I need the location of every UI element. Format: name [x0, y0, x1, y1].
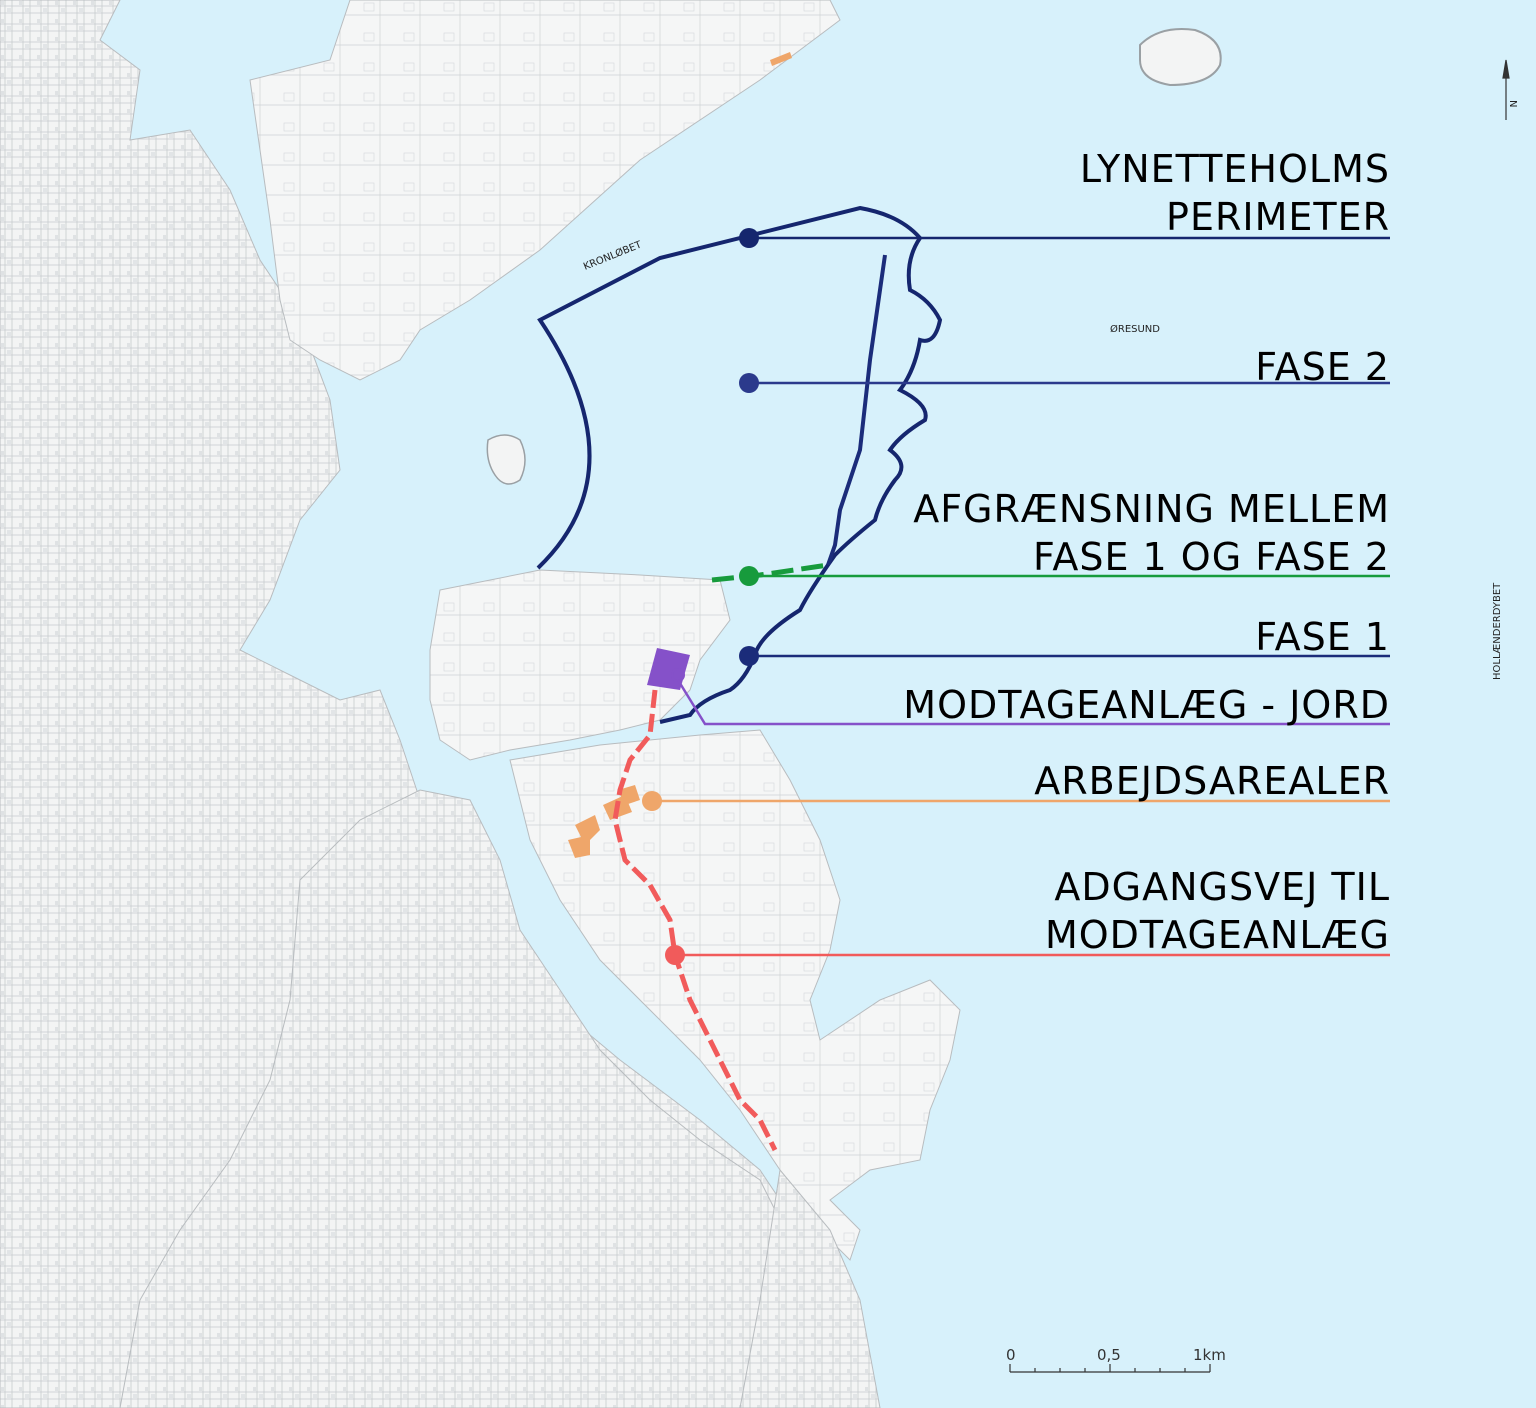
land-christianshavn: [119, 789, 821, 1408]
adgang-label-line2: MODTAGEANLÆG: [1045, 913, 1390, 957]
divider-dot: [739, 566, 759, 586]
perimeter-dot: [739, 228, 759, 248]
adgang-label-line1: ADGANGSVEJ TIL: [1054, 865, 1390, 909]
perimeter-label-line2: PERIMETER: [1166, 195, 1390, 239]
north-arrow-icon: [1502, 59, 1510, 120]
island-middelgrundsfort: [1139, 28, 1222, 87]
land-amager-east: [739, 1168, 881, 1408]
fase1-label: FASE 1: [1255, 615, 1390, 659]
fase2-label: FASE 2: [1255, 345, 1390, 389]
adgangsvej-route: [612, 689, 778, 1152]
land-refshaleoen: [429, 569, 731, 761]
modtage-leader: [676, 679, 1390, 726]
perimeter-label-line1: LYNETTEHOLMS: [1080, 147, 1390, 191]
place-oresund: ØRESUND: [1110, 323, 1160, 335]
scale-tick-1km: 1km: [1193, 1346, 1226, 1364]
scale-bar: [1009, 1364, 1211, 1373]
lynetteholm-perimeter-line: [536, 205, 943, 724]
modtageanlaeg-area: [647, 648, 690, 690]
lynetteholm-west-edge: [826, 254, 887, 566]
fase1-dot: [739, 646, 759, 666]
scale-tick-0: 0: [1006, 1346, 1016, 1364]
arbejdsarealer-areas: [568, 52, 792, 858]
arbejds-label: ARBEJDSAREALER: [1034, 759, 1390, 803]
adgang-dot: [665, 945, 685, 965]
place-hollaenderdybet: HOLLÆNDERDYBET: [1492, 582, 1503, 680]
land-city-west: [0, 0, 881, 1408]
divider-label-line2: FASE 1 OG FASE 2: [1033, 535, 1390, 579]
fase2-dot: [739, 373, 759, 393]
land-nordhavn: [249, 0, 841, 381]
modtage-label: MODTAGEANLÆG - JORD: [903, 683, 1390, 727]
divider-label-line1: AFGRÆNSNING MELLEM: [913, 487, 1390, 531]
arbejds-dot: [642, 791, 662, 811]
scale-tick-half: 0,5: [1097, 1346, 1121, 1364]
land-provestenen: [509, 729, 961, 1261]
island-trekroner: [486, 434, 526, 485]
north-arrow-letter: N: [1507, 100, 1518, 107]
